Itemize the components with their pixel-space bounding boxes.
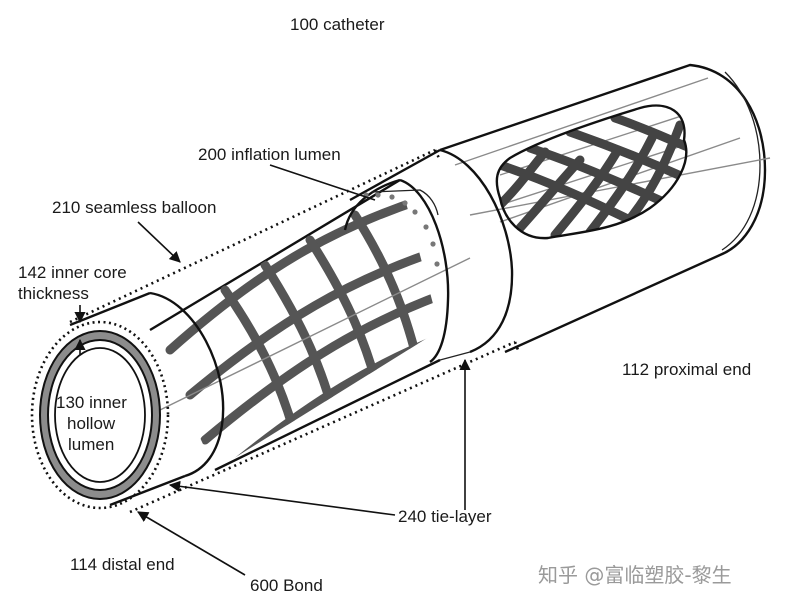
arrow-bond bbox=[137, 511, 246, 576]
label-inner-lumen-2: hollow bbox=[67, 414, 116, 433]
distal-end-rings bbox=[30, 320, 170, 510]
arrow-tie-layer-left bbox=[168, 480, 396, 516]
arrow-seamless-balloon bbox=[137, 221, 181, 263]
label-seamless-balloon: 210 seamless balloon bbox=[52, 198, 216, 217]
label-distal-end: 114 distal end bbox=[70, 555, 175, 574]
balloon-dotted-outline bbox=[69, 148, 520, 514]
leader-lines bbox=[74, 164, 471, 576]
label-tie-layer: 240 tie-layer bbox=[398, 507, 492, 526]
line-inflation-lumen bbox=[269, 164, 376, 201]
labels: 100 catheter 200 inflation lumen 210 sea… bbox=[18, 15, 751, 595]
label-inner-lumen-1: 130 inner bbox=[56, 393, 127, 412]
label-catheter: 100 catheter bbox=[290, 15, 385, 34]
label-inner-core-2: thickness bbox=[18, 284, 89, 303]
label-inner-lumen-3: lumen bbox=[68, 435, 114, 454]
label-inner-core-1: 142 inner core bbox=[18, 263, 127, 282]
watermark: 知乎 @富临塑胶-黎生 bbox=[538, 563, 732, 587]
inflation-lumen-opening bbox=[343, 178, 450, 363]
label-inflation-lumen: 200 inflation lumen bbox=[198, 145, 341, 164]
label-bond: 600 Bond bbox=[250, 576, 323, 595]
label-proximal-end: 112 proximal end bbox=[622, 360, 751, 379]
cutaway-window bbox=[495, 104, 688, 240]
tie-layer-section bbox=[349, 148, 514, 361]
